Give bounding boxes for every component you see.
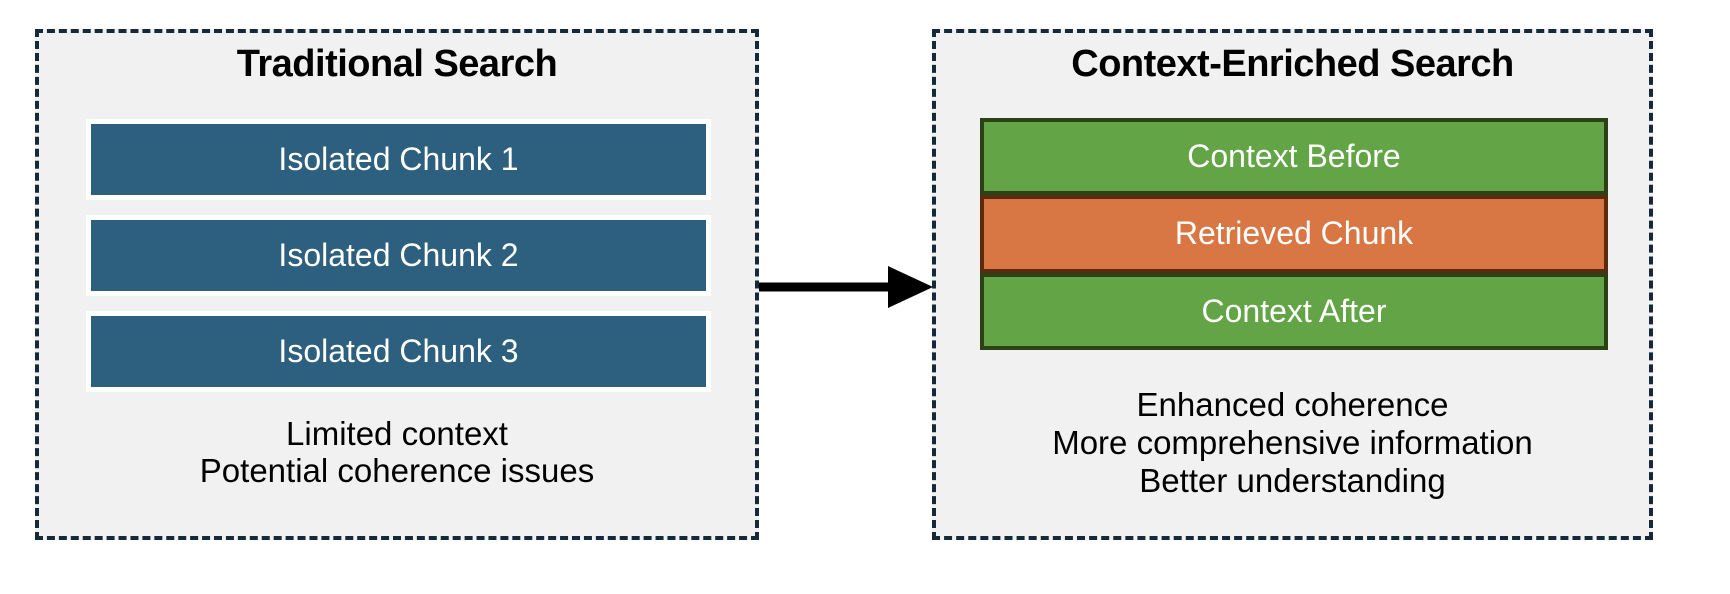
context-before-label: Context Before (1187, 138, 1401, 175)
traditional-search-panel: Traditional Search Isolated Chunk 1 Isol… (35, 29, 759, 540)
enriched-notes: Enhanced coherence More comprehensive in… (936, 386, 1649, 500)
isolated-chunk-3-label: Isolated Chunk 3 (278, 333, 519, 369)
isolated-chunk-3: Isolated Chunk 3 (86, 311, 711, 392)
isolated-chunk-2: Isolated Chunk 2 (86, 215, 711, 296)
isolated-chunk-1: Isolated Chunk 1 (86, 119, 711, 200)
traditional-note-line-2: Potential coherence issues (199, 452, 595, 489)
enriched-panel-title: Context-Enriched Search (1071, 43, 1514, 85)
context-enriched-search-panel: Context-Enriched Search Context Before R… (932, 29, 1653, 540)
isolated-chunk-2-label: Isolated Chunk 2 (278, 237, 519, 273)
enriched-note-line-3: Better understanding (1139, 462, 1446, 499)
traditional-panel-title: Traditional Search (236, 43, 558, 85)
context-after-layer: Context After (980, 272, 1608, 350)
flow-arrow-icon (759, 266, 933, 308)
enriched-note-line-2: More comprehensive information (1052, 424, 1533, 461)
retrieved-chunk-label: Retrieved Chunk (1174, 215, 1414, 252)
context-before-layer: Context Before (980, 118, 1608, 196)
enriched-note-line-1: Enhanced coherence (1136, 386, 1449, 423)
traditional-notes: Limited context Potential coherence issu… (39, 415, 755, 489)
context-layer-stack: Context Before Retrieved Chunk Context A… (980, 118, 1608, 350)
isolated-chunk-1-label: Isolated Chunk 1 (278, 141, 519, 177)
retrieved-chunk-layer: Retrieved Chunk (980, 195, 1608, 273)
context-after-label: Context After (1201, 292, 1387, 329)
traditional-note-line-1: Limited context (286, 415, 508, 452)
